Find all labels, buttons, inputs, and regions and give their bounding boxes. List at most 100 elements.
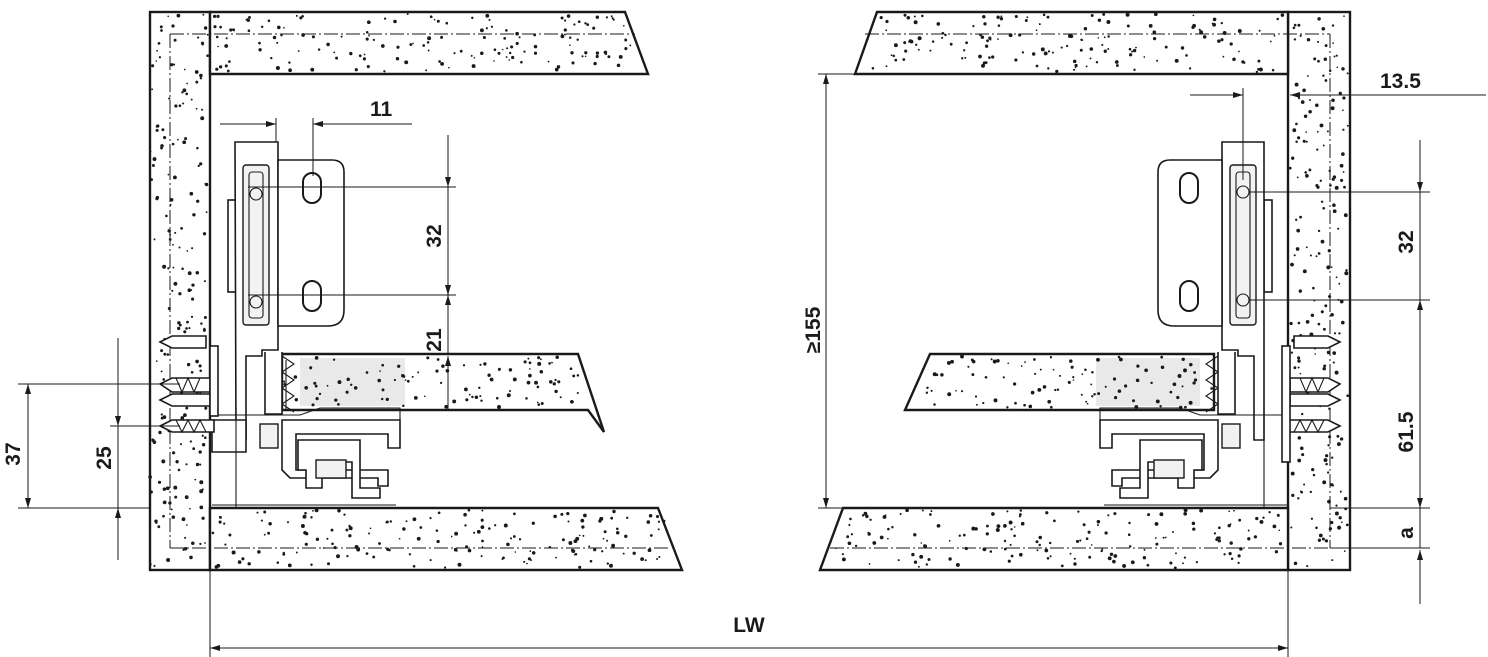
board-speckle [1100,549,1103,553]
board-speckle [581,55,584,58]
board-speckle [1328,407,1331,410]
board-speckle [1192,14,1195,17]
board-speckle [548,546,552,549]
board-speckle [1142,556,1147,560]
board-speckle [841,553,844,556]
board-speckle [1074,63,1078,68]
board-speckle [1305,320,1310,324]
board-speckle [453,52,456,55]
board-speckle [162,415,167,419]
dim-left-37: 37 [2,383,180,509]
board-speckle [1278,529,1281,532]
board-speckle [1133,68,1136,72]
board-speckle [157,525,161,529]
board-speckle [1055,69,1059,74]
board-speckle [1000,15,1003,18]
board-speckle [1113,512,1117,516]
board-speckle [983,22,987,26]
board-speckle [195,359,199,364]
board-speckle [1222,55,1225,58]
board-speckle [317,48,321,51]
board-speckle [584,51,588,55]
board-speckle [149,563,152,566]
board-speckle [174,104,178,108]
board-speckle [169,233,172,236]
board-speckle [167,306,171,311]
board-speckle [1112,559,1116,564]
board-speckle [564,33,566,36]
board-speckle [1132,399,1135,403]
board-speckle [917,565,920,568]
board-speckle [503,37,507,40]
board-speckle [160,146,163,150]
board-speckle [481,546,484,548]
board-speckle [295,551,298,554]
board-speckle [1051,51,1054,54]
board-speckle [974,395,978,398]
board-speckle [1237,554,1241,558]
board-speckle [152,440,157,444]
board-speckle [640,557,644,561]
board-speckle [933,403,936,406]
board-speckle [171,142,175,146]
board-speckle [1152,30,1157,34]
board-speckle [515,31,519,36]
board-speckle [1007,559,1011,563]
board-speckle [219,25,222,29]
board-speckle [444,566,447,569]
board-speckle [172,243,174,246]
board-speckle [426,41,430,44]
board-speckle [204,182,209,187]
board-speckle [897,559,900,562]
board-speckle [1096,519,1101,524]
board-speckle [573,553,576,556]
board-speckle [1002,376,1005,379]
board-speckle [1297,497,1300,500]
board-speckle [915,43,918,46]
board-speckle [330,528,334,532]
board-speckle [462,364,466,367]
board-speckle [346,554,349,558]
board-speckle [1006,510,1009,513]
board-speckle [206,54,209,57]
board-speckle [510,45,514,49]
board-speckle [199,463,202,466]
board-speckle [366,20,371,25]
left-bottom-shelf-texture [211,508,666,569]
dim-label-32-left: 32 [423,224,446,247]
board-speckle [300,524,305,528]
board-speckle [892,54,895,58]
board-speckle [965,41,968,45]
board-speckle [950,359,954,364]
board-speckle [1306,75,1309,77]
board-speckle [1339,299,1344,304]
board-speckle [257,550,261,554]
board-speckle [929,49,932,52]
board-speckle [1320,310,1324,314]
board-speckle [1091,370,1094,374]
board-speckle [1188,400,1193,405]
board-speckle [172,63,176,66]
board-speckle [1299,372,1302,375]
board-speckle [440,62,444,66]
board-speckle [1095,61,1099,64]
board-speckle [437,511,441,515]
board-speckle [471,395,474,399]
board-speckle [212,14,217,19]
board-speckle [471,16,474,20]
board-speckle [872,541,877,545]
board-speckle [1342,128,1345,131]
board-speckle [1338,516,1342,520]
board-speckle [263,533,266,536]
board-speckle [201,488,204,491]
board-speckle [554,389,558,394]
board-speckle [1112,377,1117,381]
board-speckle [503,523,508,528]
board-speckle [584,55,587,58]
board-speckle [989,550,993,553]
board-speckle [480,518,484,522]
board-speckle [1044,548,1049,553]
board-speckle [1040,47,1045,52]
board-speckle [1334,370,1339,375]
board-speckle [1180,46,1185,50]
